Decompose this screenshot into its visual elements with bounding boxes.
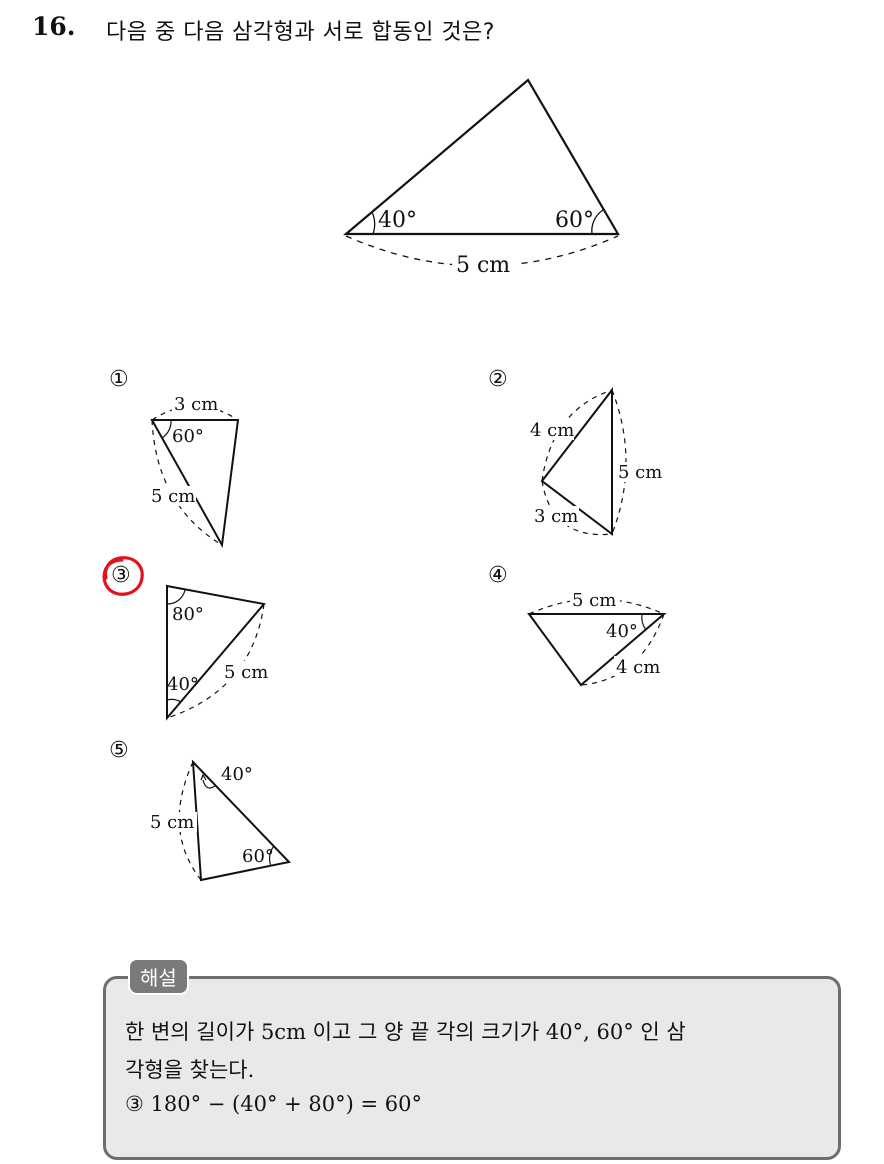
solution-line-1: 한 변의 길이가 5cm 이고 그 양 끝 각의 크기가 40°, 60° 인 … [125, 1020, 686, 1044]
solution-line-2: 각형을 찾는다. [125, 1058, 255, 1082]
solution-box [103, 976, 841, 1160]
option-5-label-side: 5 cm [150, 812, 194, 833]
option-2-label-left: 4 cm [530, 420, 574, 441]
solution-tag: 해설 [128, 958, 189, 995]
main-angle-right: 60° [555, 208, 594, 233]
option-4-marker[interactable]: ④ [488, 563, 508, 588]
option-5-label-top-angle: 40° [221, 764, 253, 785]
option-2-label-right: 5 cm [618, 462, 662, 483]
option-2-label-bottom: 3 cm [534, 506, 578, 527]
option-3-marker[interactable]: ③ [111, 563, 131, 588]
option-4-label-side: 4 cm [616, 657, 660, 678]
option-1-label-side: 5 cm [151, 486, 195, 507]
question-number: 16. [32, 12, 76, 41]
option-1-label-top: 3 cm [174, 394, 218, 415]
option-5-marker[interactable]: ⑤ [109, 738, 129, 763]
option-3-triangle: 80° 40° 5 cm [166, 584, 270, 721]
main-angle-left: 40° [378, 208, 417, 233]
option-1-triangle: 3 cm 60° 5 cm [150, 394, 240, 549]
option-4-label-angle: 40° [606, 621, 638, 642]
figures: 40° 60° 5 cm 3 cm 60° 5 cm 4 cm 5 cm 3 c… [102, 78, 667, 882]
option-2-triangle: 4 cm 5 cm 3 cm [528, 387, 663, 537]
option-3-label-bottom-angle: 40° [167, 674, 199, 695]
option-2-marker[interactable]: ② [488, 367, 508, 392]
option-5-label-bottom-angle: 60° [242, 846, 274, 867]
main-triangle: 40° 60° 5 cm [342, 78, 620, 278]
option-4-label-top: 5 cm [572, 590, 616, 611]
answer-circle-mark [102, 556, 144, 596]
option-4-triangle: 5 cm 40° 4 cm [527, 590, 667, 687]
option-1-label-angle: 60° [172, 426, 204, 447]
option-3-label-top-angle: 80° [172, 604, 204, 625]
solution-line-3: ③ 180° − (40° + 80°) = 60° [125, 1092, 422, 1116]
main-base-label: 5 cm [456, 253, 510, 278]
option-5-triangle: 40° 5 cm 60° [149, 759, 291, 882]
option-3-label-side: 5 cm [224, 662, 268, 683]
question-text: 다음 중 다음 삼각형과 서로 합동인 것은? [106, 20, 495, 45]
option-1-marker[interactable]: ① [109, 367, 129, 392]
